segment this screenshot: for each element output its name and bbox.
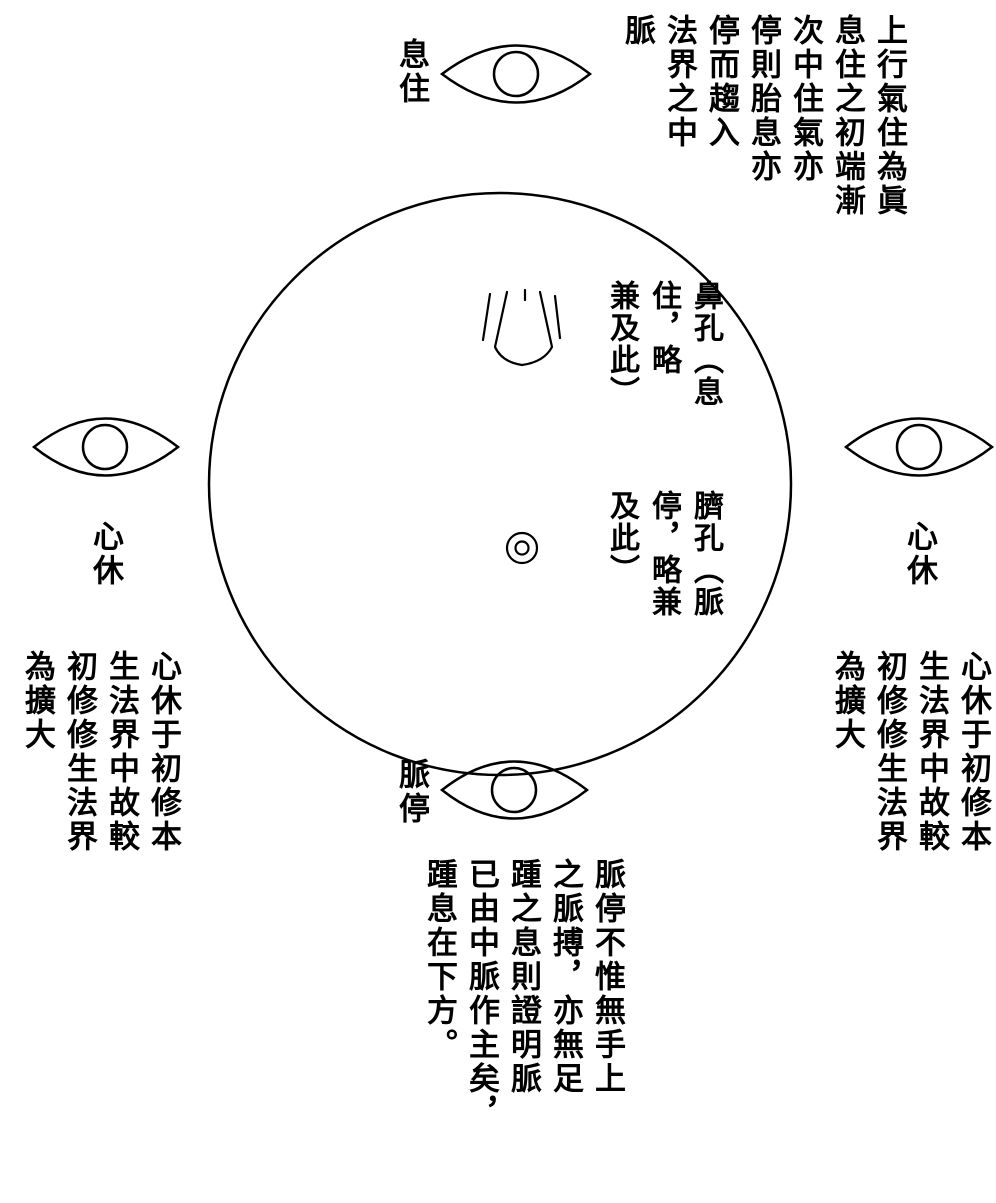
bottom-description: 脈停不惟無手上 之脈搏，亦無足 踵之息則證明脈 已由中脈作主矣， 踵息在下方。: [421, 858, 625, 1130]
nose-icon: [481, 288, 562, 367]
right-description: 心休于初修本 生法界中故較 初修修生法界 為擴大: [829, 650, 991, 854]
eye-icon-left: [32, 417, 181, 477]
label-left: 心休: [87, 520, 123, 588]
nose-note: 鼻孔︵息 住，略 兼及此︶: [604, 280, 723, 408]
top-description: 上行氣住為眞 息住之初端漸 次中住氣亦 停則胎息亦 停而趨入 法界之中 脈: [619, 14, 907, 218]
navel-note: 臍孔︵脈 停，略兼 及此︶: [604, 490, 723, 618]
label-right: 心休: [901, 520, 937, 588]
eye-icon-bottom: [439, 760, 590, 820]
label-bottom: 脈停: [393, 758, 429, 826]
eye-icon-right: [843, 417, 995, 477]
left-description: 心休于初修本 生法界中故較 初修修生法界 為擴大: [19, 650, 181, 854]
label-top: 息住: [393, 38, 429, 106]
body-circle: [207, 191, 793, 777]
eye-icon-top: [439, 44, 593, 104]
navel-icon: [505, 531, 539, 565]
